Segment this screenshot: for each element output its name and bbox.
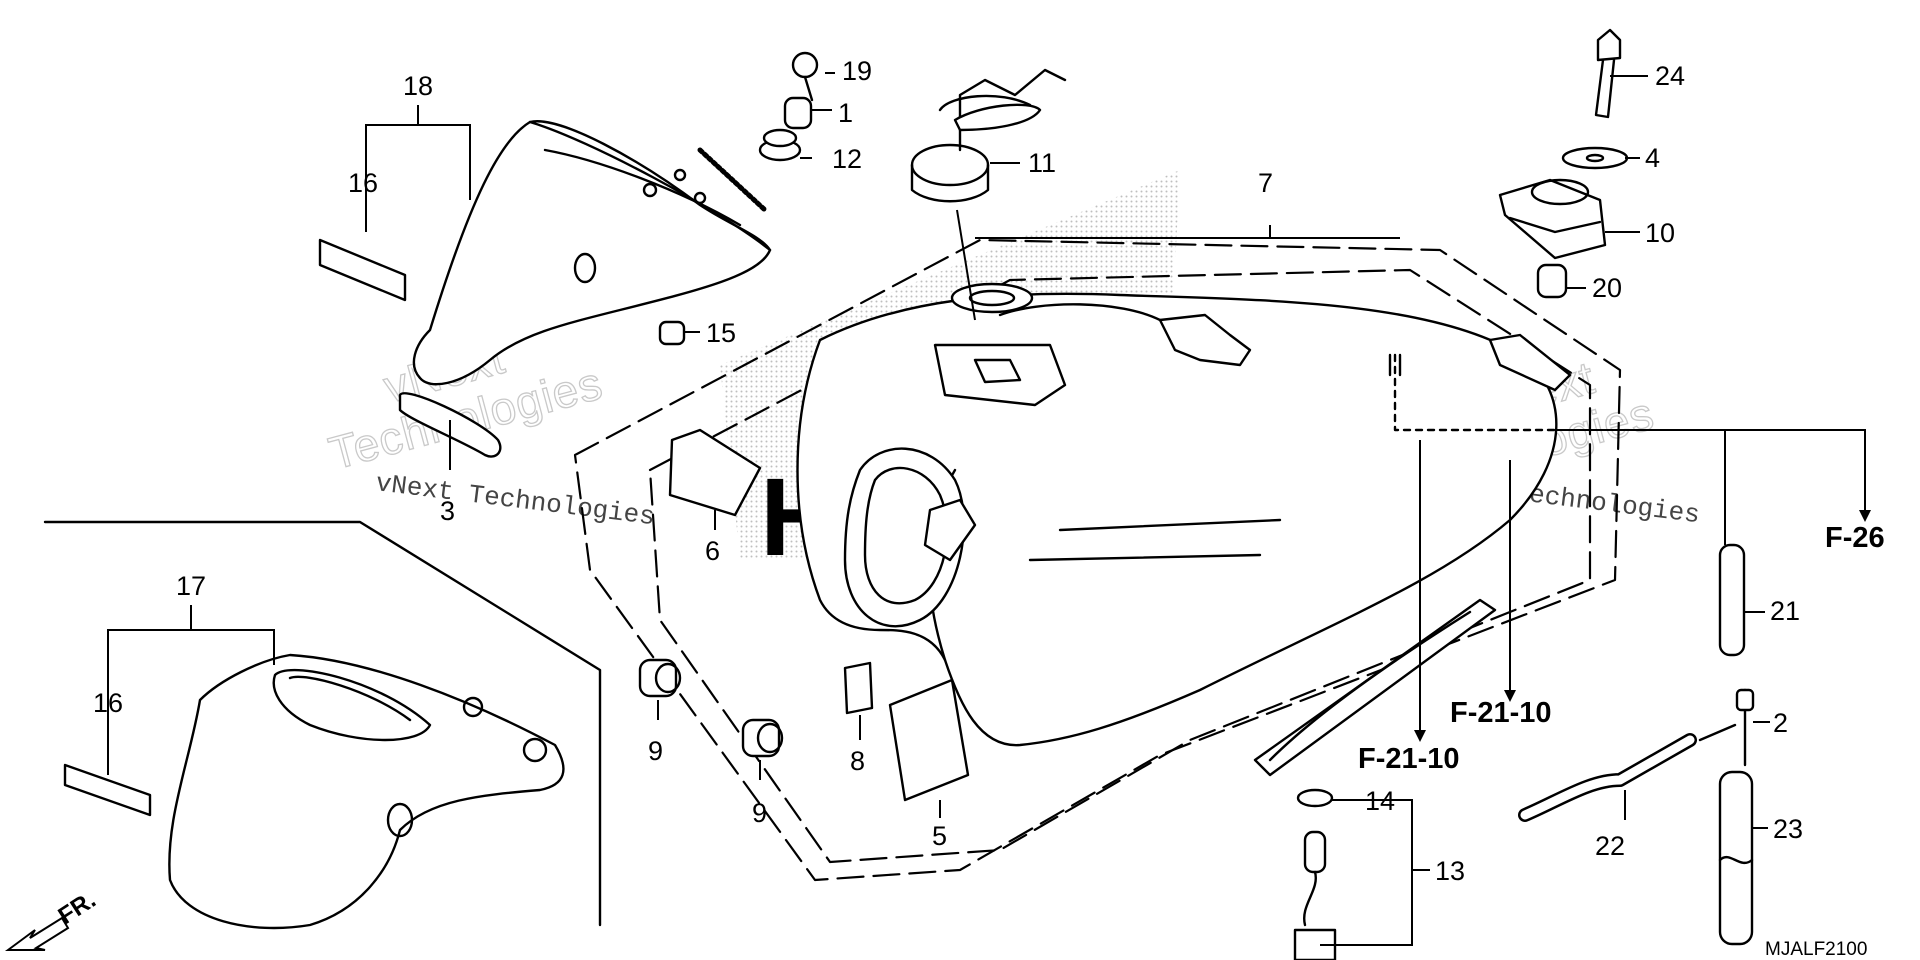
leader-lines xyxy=(107,72,1866,946)
part-19-screw xyxy=(791,51,819,102)
label-19: 19 xyxy=(842,56,872,86)
diagram-code: MJALF2100 xyxy=(1765,939,1867,960)
part-9-nut-a xyxy=(638,658,682,698)
part-16-pad-lower xyxy=(63,763,152,817)
label-1: 1 xyxy=(838,98,853,128)
part-13-sensor xyxy=(1293,830,1337,960)
part-21-tube xyxy=(1718,543,1746,657)
part-16-pad-upper xyxy=(318,238,407,302)
label-8: 8 xyxy=(850,746,865,776)
part-6-label xyxy=(668,428,762,517)
part-9-nut-b xyxy=(741,718,784,758)
part-20-collar xyxy=(1536,263,1568,299)
part-18-upper-cover xyxy=(412,120,772,386)
label-17: 17 xyxy=(176,571,206,601)
label-24: 24 xyxy=(1655,61,1685,91)
label-21: 21 xyxy=(1770,596,1800,626)
part-17-lower-cover xyxy=(168,653,565,930)
part-2-joint xyxy=(1698,688,1755,767)
label-20: 20 xyxy=(1592,273,1622,303)
part-5-label xyxy=(888,678,970,802)
label-7: 7 xyxy=(1258,168,1273,198)
svg-text:vNext Technologies: vNext Technologies xyxy=(374,468,656,532)
ref-f-21-10-b: F-21-10 xyxy=(1358,743,1460,775)
label-12: 12 xyxy=(832,144,862,174)
label-16-lower: 16 xyxy=(93,688,123,718)
part-1-collar xyxy=(783,96,813,130)
part-23-tube xyxy=(1718,770,1754,946)
ref-f-26: F-26 xyxy=(1825,522,1885,554)
label-6: 6 xyxy=(705,536,720,566)
label-9-a: 9 xyxy=(648,736,663,766)
part-4-washer xyxy=(1561,146,1629,170)
label-10: 10 xyxy=(1645,218,1675,248)
fuel-tank xyxy=(796,282,1572,777)
ref-f-21-10-a: F-21-10 xyxy=(1450,697,1552,729)
label-14: 14 xyxy=(1365,786,1395,816)
part-11-fuel-cap xyxy=(910,68,1067,203)
part-24-bolt xyxy=(1594,28,1622,119)
arrow-heads xyxy=(1414,510,1871,742)
part-10-mount xyxy=(1498,178,1607,260)
label-3: 3 xyxy=(440,496,455,526)
reference-callouts: F-26 F-21-10 F-21-10 xyxy=(1358,522,1885,775)
part-number-labels: 19 1 12 11 18 16 15 3 6 7 17 16 9 9 8 5 … xyxy=(93,56,1803,886)
label-9-b: 9 xyxy=(752,798,767,828)
part-15-clip xyxy=(658,320,686,346)
label-15: 15 xyxy=(706,318,736,348)
label-11: 11 xyxy=(1028,148,1056,178)
label-16-upper: 16 xyxy=(348,168,378,198)
label-4: 4 xyxy=(1645,143,1660,173)
label-2: 2 xyxy=(1773,708,1788,738)
part-12-grommet xyxy=(758,128,802,162)
part-14-washer xyxy=(1296,788,1334,808)
label-18: 18 xyxy=(403,71,433,101)
part-22-tube xyxy=(1518,733,1697,822)
part-8-label xyxy=(843,661,874,715)
lower-variant-frame xyxy=(43,520,602,927)
label-23: 23 xyxy=(1773,814,1803,844)
label-22: 22 xyxy=(1595,831,1625,861)
front-direction-arrow: FR. xyxy=(4,886,101,951)
label-13: 13 xyxy=(1435,856,1465,886)
label-5: 5 xyxy=(932,821,947,851)
